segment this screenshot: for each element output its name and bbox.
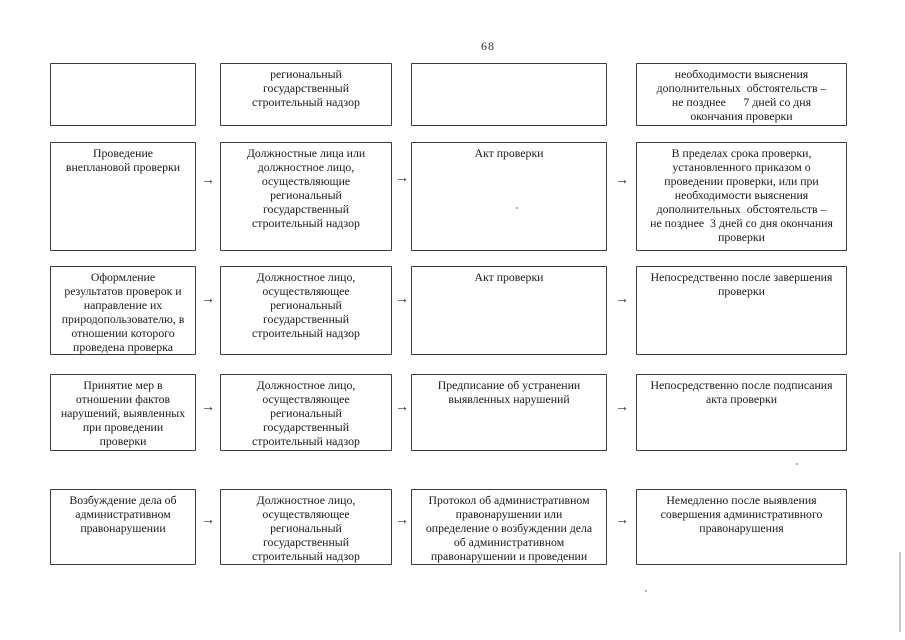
flow-box-r4-action: Принятие мер в отношении фактов нарушени… bbox=[50, 374, 196, 451]
flow-box-r1-action bbox=[50, 63, 196, 126]
flow-box-r3-deadline: Непосредственно после завершения проверк… bbox=[636, 266, 847, 355]
arrow-right-icon: → bbox=[615, 292, 629, 307]
flow-box-r4-document: Предписание об устранении выявленных нар… bbox=[411, 374, 607, 451]
flow-box-r5-deadline: Немедленно после выявления совершения ад… bbox=[636, 489, 847, 565]
arrow-right-icon: → bbox=[395, 400, 409, 415]
flow-box-r1-document bbox=[411, 63, 607, 126]
arrow-right-icon: → bbox=[201, 173, 215, 188]
scan-speck bbox=[516, 207, 518, 209]
arrow-right-icon: → bbox=[615, 173, 629, 188]
flow-box-r2-document: Акт проверки bbox=[411, 142, 607, 251]
arrow-right-icon: → bbox=[201, 400, 215, 415]
flow-box-r2-official: Должностные лица или должностное лицо, о… bbox=[220, 142, 392, 251]
flow-box-r5-document: Протокол об административном правонаруше… bbox=[411, 489, 607, 565]
arrow-right-icon: → bbox=[395, 292, 409, 307]
arrow-right-icon: → bbox=[395, 171, 409, 186]
page-number: 68 bbox=[481, 39, 495, 53]
scan-artifact-line bbox=[899, 552, 901, 632]
scan-speck bbox=[796, 463, 798, 465]
arrow-right-icon: → bbox=[615, 513, 629, 528]
flow-box-r4-deadline: Непосредственно после подписания акта пр… bbox=[636, 374, 847, 451]
flow-box-r2-action: Проведение внеплановой проверки bbox=[50, 142, 196, 251]
scan-speck bbox=[645, 590, 647, 592]
flow-box-r3-action: Оформление результатов проверок и направ… bbox=[50, 266, 196, 355]
flow-box-r2-deadline: В пределах срока проверки, установленног… bbox=[636, 142, 847, 251]
flow-box-r1-deadline: необходимости выяснения дополнительных о… bbox=[636, 63, 847, 126]
arrow-right-icon: → bbox=[395, 513, 409, 528]
flow-box-r4-official: Должностное лицо, осуществляющее региона… bbox=[220, 374, 392, 451]
arrow-right-icon: → bbox=[615, 400, 629, 415]
flow-box-r5-action: Возбуждение дела об административном пра… bbox=[50, 489, 196, 565]
arrow-right-icon: → bbox=[201, 292, 215, 307]
flow-box-r3-official: Должностное лицо, осуществляющее региона… bbox=[220, 266, 392, 355]
flow-box-r5-official: Должностное лицо, осуществляющее региона… bbox=[220, 489, 392, 565]
flow-box-r3-document: Акт проверки bbox=[411, 266, 607, 355]
arrow-right-icon: → bbox=[201, 513, 215, 528]
flow-box-r1-official: региональный государственный строительны… bbox=[220, 63, 392, 126]
